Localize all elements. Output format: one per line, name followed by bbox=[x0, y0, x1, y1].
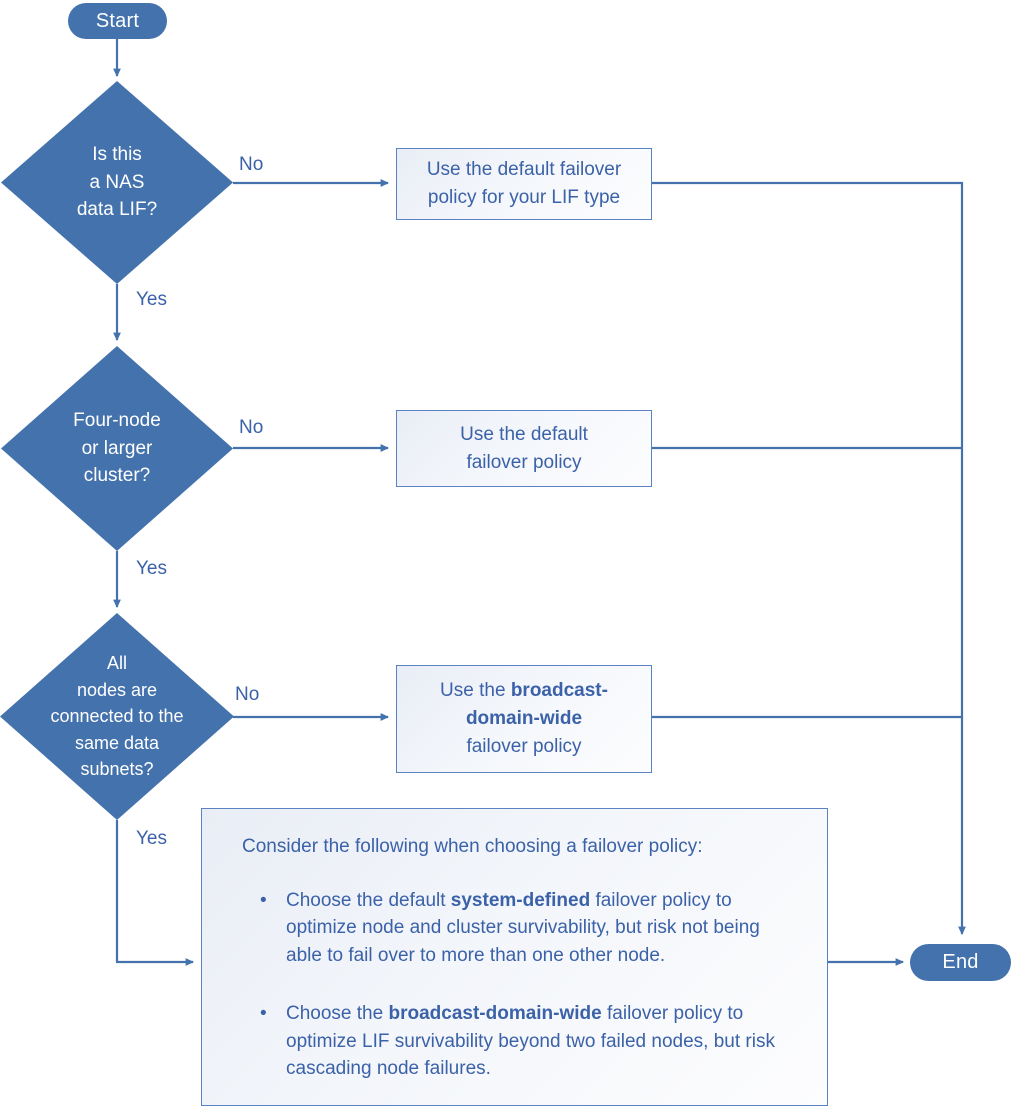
note-run: Choose the default bbox=[286, 889, 451, 911]
edge-label-decision3-yes: Yes bbox=[136, 828, 167, 849]
note-box-failover-policy-considerations[interactable]: Consider the following when choosing a f… bbox=[201, 808, 828, 1106]
process-line: domain-wide bbox=[440, 705, 608, 733]
diamond-shape bbox=[1, 81, 233, 284]
note-list-item: • Choose the default system-defined fail… bbox=[260, 887, 801, 970]
process-box-text: Use the default failover policy bbox=[460, 421, 588, 476]
edge-label-decision3-no: No bbox=[235, 684, 260, 705]
diamond-shape bbox=[1, 346, 233, 551]
bullet-icon: • bbox=[260, 889, 267, 911]
process-box-broadcast-domain-wide-policy[interactable]: Use the broadcast- domain-wide failover … bbox=[396, 665, 652, 773]
decision-node-four-node-cluster[interactable]: Four-node or larger cluster? bbox=[1, 346, 233, 551]
note-run: failover policy to optimize node and clu… bbox=[286, 889, 760, 967]
note-list-item: • Choose the broadcast-domain-wide failo… bbox=[260, 1000, 801, 1083]
start-node[interactable]: Start bbox=[68, 3, 167, 39]
end-node-label: End bbox=[942, 951, 979, 973]
note-run-bold: broadcast-domain-wide bbox=[388, 1002, 602, 1024]
note-run-bold: system-defined bbox=[450, 889, 591, 911]
note-item-text: Choose the default system-defined failov… bbox=[286, 890, 760, 966]
process-line: failover policy bbox=[466, 451, 582, 473]
start-node-label: Start bbox=[95, 9, 140, 32]
process-box-default-failover-for-lif-type[interactable]: Use the default failover policy for your… bbox=[396, 148, 652, 220]
edge-label-decision1-no: No bbox=[239, 154, 264, 175]
note-bullet-list: • Choose the default system-defined fail… bbox=[242, 887, 801, 1083]
diamond-shape bbox=[0, 613, 234, 820]
process-line: policy for your LIF type bbox=[427, 187, 621, 208]
process-line-run-bold: broadcast- bbox=[510, 680, 608, 702]
connector-process1-to-end bbox=[652, 181, 966, 935]
edge-label-decision2-yes: Yes bbox=[136, 558, 167, 579]
note-heading: Consider the following when choosing a f… bbox=[242, 836, 703, 857]
process-box-default-failover-policy[interactable]: Use the default failover policy bbox=[396, 410, 652, 487]
decision-node-nas-data-lif[interactable]: Is this a NAS data LIF? bbox=[1, 81, 233, 284]
process-line: Use the default failover bbox=[426, 159, 622, 181]
connector-decision3-yes bbox=[115, 820, 194, 966]
process-line: Use the broadcast- bbox=[440, 677, 608, 705]
note-run: Choose the bbox=[286, 1002, 389, 1024]
edge-label-decision1-yes: Yes bbox=[136, 289, 167, 310]
process-line: Use the default bbox=[460, 423, 588, 445]
process-line-run: Use the bbox=[440, 680, 511, 702]
note-run: failover policy to optimize LIF survivab… bbox=[286, 1002, 775, 1080]
note-item-text: Choose the broadcast-domain-wide failove… bbox=[286, 1003, 775, 1079]
decision-node-same-data-subnets[interactable]: All nodes are connected to the same data… bbox=[0, 613, 234, 820]
bullet-icon: • bbox=[260, 1002, 267, 1024]
process-line-run-bold: domain-wide bbox=[465, 708, 583, 730]
end-node[interactable]: End bbox=[910, 944, 1011, 981]
process-line: failover policy bbox=[466, 735, 582, 757]
process-box-text: Use the broadcast- domain-wide failover … bbox=[440, 677, 608, 760]
process-box-text: Use the default failover policy for your… bbox=[427, 156, 621, 211]
edge-label-decision2-no: No bbox=[239, 417, 264, 438]
